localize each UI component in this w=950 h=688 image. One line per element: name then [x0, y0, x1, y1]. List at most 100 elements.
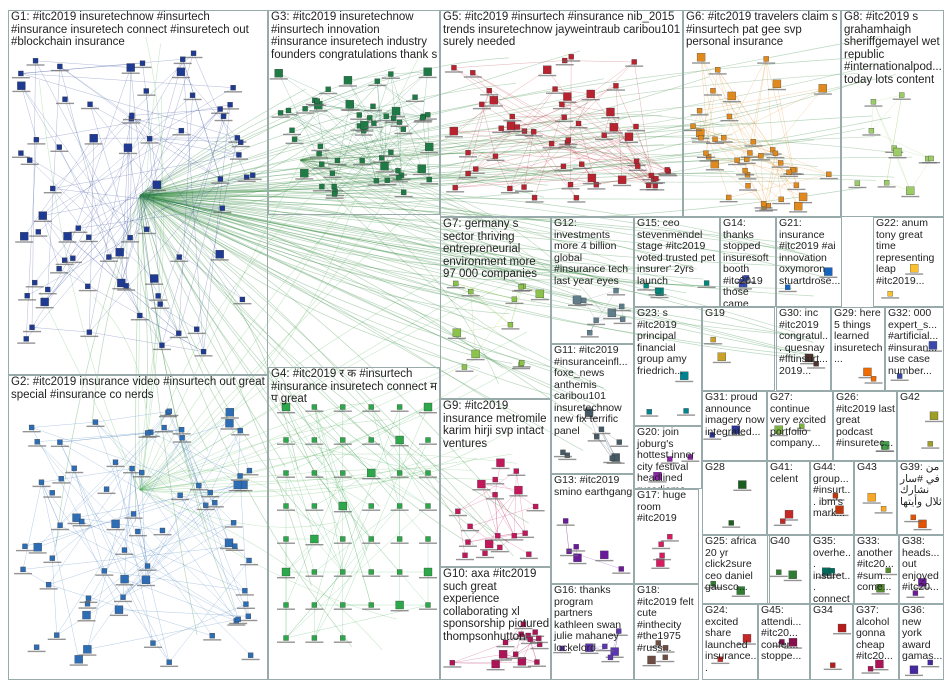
node-avatar[interactable]: [742, 634, 752, 643]
group-box-g41[interactable]: G41: celent: [767, 461, 810, 535]
node-avatar[interactable]: [526, 551, 532, 557]
node-avatar[interactable]: [514, 124, 520, 130]
node-avatar[interactable]: [703, 280, 710, 286]
node-avatar[interactable]: [779, 639, 785, 645]
node-avatar[interactable]: [927, 659, 933, 666]
node-avatar[interactable]: [425, 437, 431, 443]
group-box-g25[interactable]: G25: africa 20 yr click2sure ceo daniel …: [702, 535, 770, 604]
node-avatar[interactable]: [58, 476, 64, 482]
node-avatar[interactable]: [731, 425, 741, 434]
group-box-g45[interactable]: G45: attendi... #itc20... confer... stop…: [758, 604, 810, 680]
node-avatar[interactable]: [750, 139, 757, 145]
node-avatar[interactable]: [22, 543, 28, 550]
node-avatar[interactable]: [150, 640, 156, 646]
node-avatar[interactable]: [212, 499, 218, 506]
node-avatar[interactable]: [340, 569, 346, 575]
node-avatar[interactable]: [152, 180, 162, 189]
node-avatar[interactable]: [607, 654, 614, 661]
node-avatar[interactable]: [225, 419, 234, 428]
node-avatar[interactable]: [710, 580, 716, 587]
node-avatar[interactable]: [507, 185, 513, 192]
node-avatar[interactable]: [598, 426, 605, 432]
group-box-g5[interactable]: G5: #itc2019 #insurtech #insurance nib_2…: [440, 10, 683, 217]
node-avatar[interactable]: [126, 63, 135, 72]
node-avatar[interactable]: [317, 143, 324, 149]
node-avatar[interactable]: [784, 510, 794, 519]
node-avatar[interactable]: [311, 602, 318, 608]
node-avatar[interactable]: [909, 665, 919, 674]
node-avatar[interactable]: [696, 53, 706, 62]
node-avatar[interactable]: [647, 655, 656, 665]
node-avatar[interactable]: [86, 329, 93, 335]
node-avatar[interactable]: [179, 435, 185, 441]
node-avatar[interactable]: [727, 91, 736, 101]
node-avatar[interactable]: [870, 376, 877, 382]
node-avatar[interactable]: [593, 317, 599, 323]
node-avatar[interactable]: [178, 427, 185, 433]
group-box-g40[interactable]: G40: [767, 535, 810, 604]
node-avatar[interactable]: [548, 140, 555, 147]
node-avatar[interactable]: [906, 186, 915, 195]
node-avatar[interactable]: [121, 547, 128, 553]
node-avatar[interactable]: [507, 322, 514, 328]
node-avatar[interactable]: [396, 569, 403, 575]
node-avatar[interactable]: [897, 373, 903, 379]
node-avatar[interactable]: [123, 143, 133, 152]
group-box-g43[interactable]: G43: [854, 461, 897, 535]
node-avatar[interactable]: [137, 312, 143, 319]
node-avatar[interactable]: [246, 467, 253, 474]
group-box-g24[interactable]: G24: excited share launched insurance...: [702, 604, 758, 680]
node-avatar[interactable]: [425, 602, 431, 608]
node-avatar[interactable]: [883, 180, 890, 186]
node-avatar[interactable]: [50, 185, 56, 192]
node-avatar[interactable]: [559, 101, 565, 108]
node-avatar[interactable]: [829, 568, 835, 574]
node-avatar[interactable]: [237, 473, 243, 479]
node-avatar[interactable]: [189, 92, 196, 98]
group-box-g39[interactable]: G39: من في #سار نشارك ثلال وأيتها: [897, 461, 944, 535]
node-avatar[interactable]: [230, 84, 236, 91]
node-avatar[interactable]: [177, 492, 183, 498]
node-avatar[interactable]: [343, 76, 353, 85]
node-avatar[interactable]: [283, 536, 289, 542]
node-avatar[interactable]: [38, 479, 45, 485]
node-avatar[interactable]: [492, 492, 498, 498]
node-avatar[interactable]: [314, 98, 320, 104]
node-avatar[interactable]: [49, 555, 56, 561]
node-avatar[interactable]: [27, 157, 33, 163]
node-avatar[interactable]: [451, 65, 457, 71]
node-avatar[interactable]: [616, 439, 622, 445]
node-avatar[interactable]: [918, 519, 927, 529]
node-avatar[interactable]: [653, 175, 659, 182]
node-avatar[interactable]: [311, 635, 318, 641]
node-avatar[interactable]: [594, 434, 600, 440]
node-avatar[interactable]: [470, 70, 476, 76]
node-avatar[interactable]: [462, 552, 468, 558]
node-avatar[interactable]: [144, 226, 150, 232]
node-avatar[interactable]: [609, 455, 615, 461]
node-avatar[interactable]: [85, 283, 91, 290]
node-avatar[interactable]: [373, 178, 380, 184]
node-avatar[interactable]: [396, 174, 402, 181]
node-avatar[interactable]: [82, 610, 91, 620]
node-avatar[interactable]: [340, 404, 346, 410]
group-box-g4[interactable]: G4: #itc2019 र क #insurtech #insurance i…: [268, 367, 440, 680]
node-avatar[interactable]: [593, 182, 599, 188]
node-avatar[interactable]: [237, 427, 243, 434]
node-avatar[interactable]: [492, 153, 499, 159]
node-avatar[interactable]: [45, 582, 52, 588]
node-avatar[interactable]: [38, 211, 47, 220]
node-avatar[interactable]: [157, 301, 163, 307]
node-avatar[interactable]: [360, 121, 369, 130]
node-avatar[interactable]: [734, 157, 740, 163]
node-avatar[interactable]: [159, 342, 165, 348]
node-avatar[interactable]: [32, 279, 38, 286]
node-avatar[interactable]: [18, 150, 24, 156]
node-avatar[interactable]: [868, 128, 875, 134]
node-avatar[interactable]: [818, 84, 827, 93]
group-box-g38[interactable]: G38: heads... out enjoyed #itc20...: [899, 535, 944, 604]
group-box-g33[interactable]: G33: another #itc20... #sum... come...: [854, 535, 899, 604]
node-avatar[interactable]: [520, 621, 527, 627]
node-avatar[interactable]: [559, 645, 565, 652]
node-avatar[interactable]: [664, 167, 670, 173]
